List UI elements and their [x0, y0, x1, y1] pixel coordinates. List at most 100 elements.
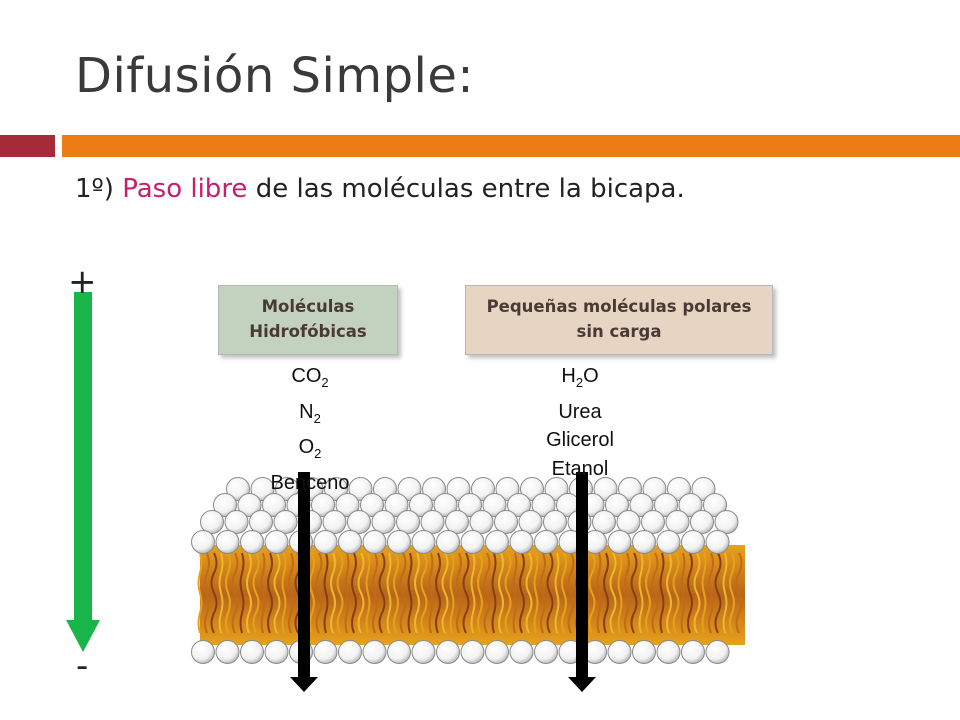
polar-molecule-list: H2O Urea Glicerol Etanol	[500, 362, 660, 483]
lipid-head	[436, 530, 460, 554]
subtitle-highlight: Paso libre	[122, 174, 248, 204]
molecule-o2: O2	[298, 436, 322, 461]
lipid-head	[705, 530, 730, 554]
lipid-head	[264, 640, 289, 664]
lipid-head	[507, 493, 531, 517]
lipid-tail	[687, 552, 693, 634]
lipid-tail	[197, 552, 203, 634]
lipid-head	[656, 530, 681, 554]
lipid-tail	[567, 552, 575, 634]
lipid-tail	[483, 552, 491, 634]
lipid-tail	[519, 552, 525, 634]
lipid-head	[703, 493, 727, 517]
hydrophobic-molecules-box: Moléculas Hidrofóbicas	[218, 285, 398, 355]
lipid-tail	[351, 552, 357, 634]
lipid-head	[714, 510, 739, 534]
lipid-head	[396, 510, 420, 534]
lipid-tail	[666, 552, 672, 634]
polar-box-line1: Pequeñas moléculas polares	[486, 297, 752, 317]
lipid-tail	[246, 552, 252, 634]
lipid-tail	[449, 552, 455, 634]
lipid-head	[509, 530, 534, 554]
lipid-tail	[491, 552, 497, 634]
lipid-head	[240, 530, 264, 554]
subtitle-prefix: 1º)	[75, 174, 123, 204]
lipid-tail	[330, 552, 336, 634]
concentration-gradient-arrow	[66, 292, 100, 652]
lipid-head	[191, 530, 215, 554]
lipid-tail	[617, 552, 623, 634]
lipid-head	[262, 493, 286, 517]
lipid-tail	[252, 552, 260, 634]
lipid-tail	[336, 552, 344, 634]
lipid-head	[607, 530, 632, 554]
lipid-tail	[693, 552, 701, 634]
molecule-urea: Urea	[558, 400, 602, 423]
lipid-head	[678, 493, 703, 517]
accent-bar-red	[0, 135, 55, 157]
lipid-head	[485, 530, 509, 554]
lipid-heads-top-back	[200, 477, 739, 534]
hydrophobic-box-line1: Moléculas	[261, 297, 355, 317]
lipid-tail	[378, 552, 386, 634]
lipid-tail	[309, 552, 315, 634]
lipid-tail	[281, 552, 287, 634]
lipid-head	[482, 493, 507, 517]
lipid-head	[411, 640, 436, 664]
molecule-n2: N2	[299, 400, 321, 426]
lipid-head	[616, 510, 641, 534]
lipid-tail	[357, 552, 365, 634]
lipid-head	[313, 640, 338, 664]
lipid-tail	[708, 552, 714, 634]
lipid-tail	[651, 552, 659, 634]
lipid-head	[531, 493, 556, 517]
lipid-head	[607, 640, 632, 664]
molecule-h2o: H2O	[561, 365, 599, 390]
lipid-head	[543, 510, 567, 534]
lipid-head	[534, 640, 558, 664]
lipid-tail	[267, 552, 273, 634]
lipid-tail	[393, 552, 399, 634]
polar-molecules-box: Pequeñas moléculas polares sin carga	[465, 285, 773, 355]
lipid-tail	[624, 552, 630, 634]
lipid-head	[629, 493, 654, 517]
lipid-tail	[554, 552, 560, 634]
lipid-head	[654, 493, 678, 517]
lipid-tail	[722, 552, 728, 634]
lipid-tail	[638, 552, 644, 634]
lipid-tail	[588, 552, 596, 634]
lipid-tail	[204, 552, 210, 634]
lipid-head	[264, 530, 289, 554]
lipid-tail	[714, 552, 722, 634]
lipid-tail	[609, 552, 617, 634]
lipid-head	[534, 530, 558, 554]
lipid-head	[433, 493, 458, 517]
lipid-head	[335, 493, 360, 517]
lipid-head	[681, 530, 705, 554]
lipid-tail	[659, 552, 665, 634]
lipid-head	[509, 640, 534, 664]
lipid-head	[213, 493, 237, 517]
lipid-head	[191, 640, 215, 664]
lipid-tail	[456, 552, 462, 634]
lipid-head	[411, 530, 436, 554]
lipid-head	[690, 510, 714, 534]
lipid-head	[632, 530, 656, 554]
lipid-head	[445, 510, 469, 534]
lipid-tail	[239, 552, 245, 634]
lipid-tail	[399, 552, 407, 634]
lipid-tail	[344, 552, 350, 634]
lipid-tail	[470, 552, 476, 634]
lipid-heads-bottom	[191, 640, 730, 664]
lipid-tail	[441, 552, 449, 634]
lipid-tail	[365, 552, 371, 634]
molecule-etanol: Etanol	[551, 457, 609, 480]
lipid-head	[592, 510, 616, 534]
lipid-tail	[218, 552, 224, 634]
lipid-head	[681, 640, 705, 664]
lipid-tail	[504, 552, 512, 634]
lipid-head	[458, 493, 482, 517]
lipid-tail	[462, 552, 470, 634]
lipid-tail	[420, 552, 428, 634]
lipid-head	[249, 510, 273, 534]
